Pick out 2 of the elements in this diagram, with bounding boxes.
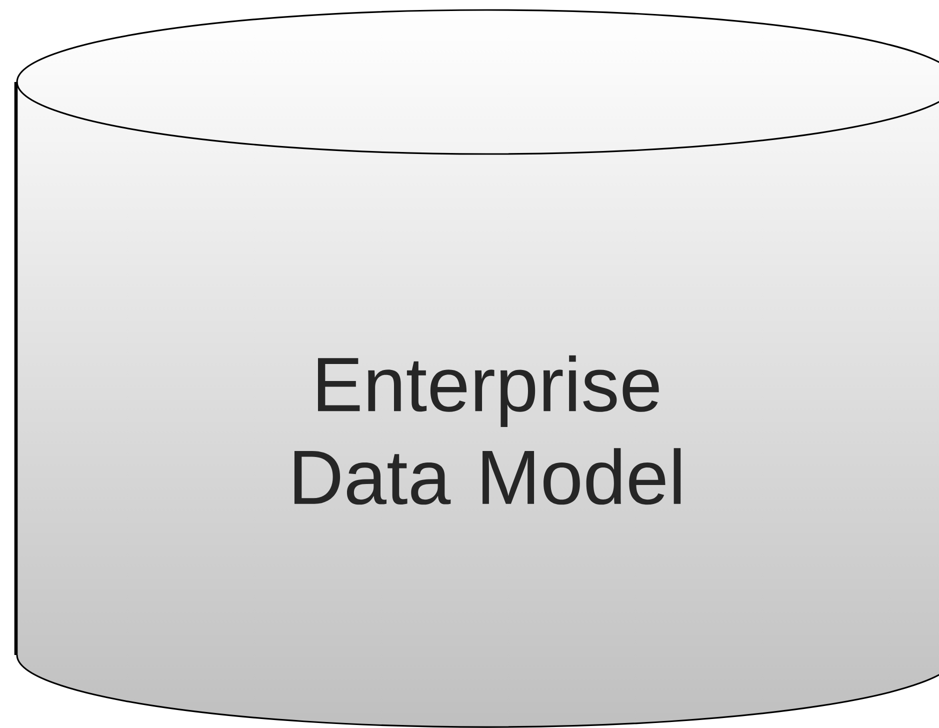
database-cylinder: Enterprise Data Model (14, 9, 939, 728)
node-label: Enterprise Data Model (294, 355, 681, 505)
